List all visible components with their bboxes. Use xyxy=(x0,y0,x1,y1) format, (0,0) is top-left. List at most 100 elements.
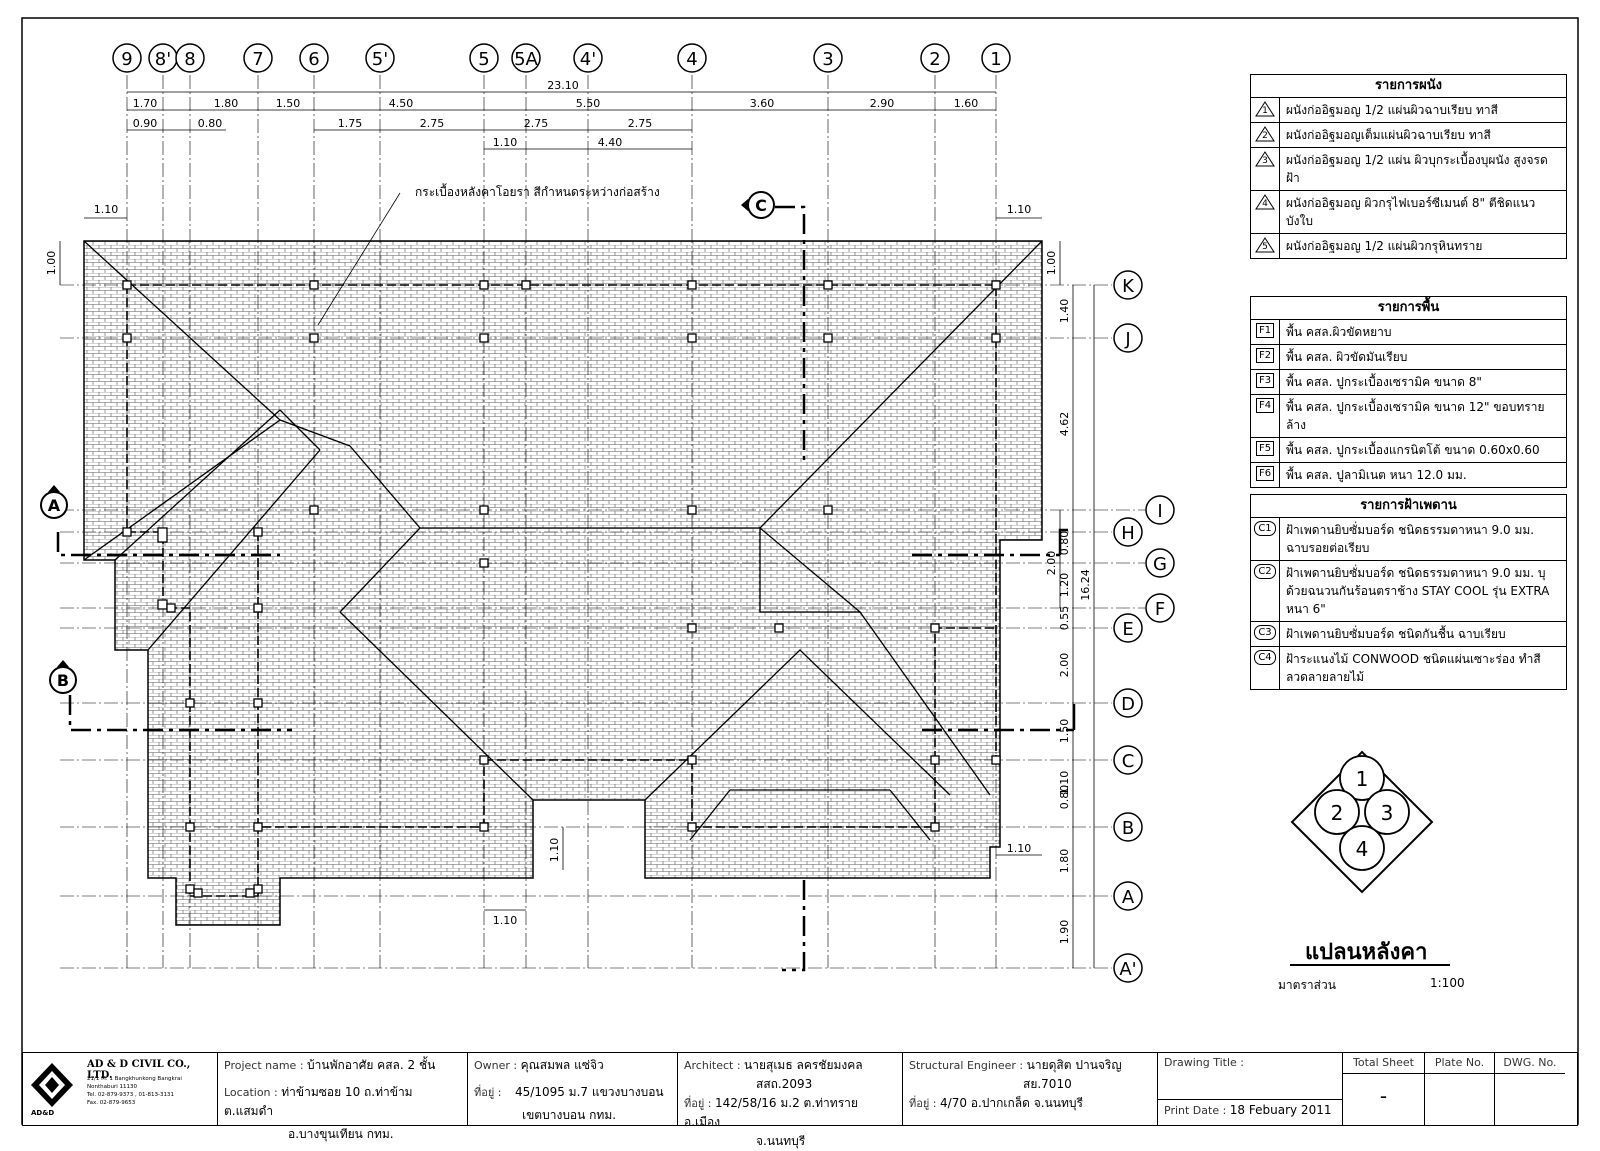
legend-code: 2 xyxy=(1251,123,1280,147)
legend-code-label: 4 xyxy=(1262,199,1268,209)
grid-row-label: B xyxy=(1122,818,1134,839)
section-marker: A xyxy=(40,485,68,519)
architect-value: นายสุเมธ ลครชัยมงคล xyxy=(744,1058,863,1072)
legend-code-label: C1 xyxy=(1254,521,1276,536)
grid-bubble-row: J xyxy=(1113,323,1143,353)
grid-col-label: 1 xyxy=(990,49,1001,70)
grid-bubble-row: E xyxy=(1113,613,1143,643)
roof-tile-annotation: กระเบื้องหลังคาโอยรา สีกำหนดระหว่างก่อสร… xyxy=(415,183,660,199)
dimension-label: 1.20 xyxy=(1058,573,1071,598)
architect-address: 142/58/16 ม.2 ต.ท่าทราย อ.เมือง xyxy=(684,1096,858,1129)
dimension-label: 1.00 xyxy=(1045,251,1058,276)
legend-text: ผนังก่ออิฐมอญเต็มแผ่นผิวฉาบเรียบ ทาสี xyxy=(1286,128,1491,142)
architect-license: สสถ.2093 xyxy=(756,1077,813,1091)
legend-code: C3 xyxy=(1251,622,1280,646)
grid-bubble-col: 6 xyxy=(299,43,329,73)
grid-row-label: K xyxy=(1122,276,1135,297)
architect-cell: Architect : นายสุเมธ ลครชัยมงคล สสถ.2093… xyxy=(678,1053,903,1148)
grid-col-label: 9 xyxy=(121,49,132,70)
grid-col-label: 5A xyxy=(514,49,538,70)
legend-code: 4 xyxy=(1251,191,1280,233)
dimension-label: 16.24 xyxy=(1079,569,1092,601)
dwg-no-cell: DWG. No. xyxy=(1495,1053,1565,1125)
grid-bubble-col: 1 xyxy=(981,43,1011,73)
dimension-label: 0.80 xyxy=(1058,531,1071,556)
owner-value: คุณสมพล แซ่จิว xyxy=(520,1058,604,1072)
grid-col-label: 8 xyxy=(184,49,195,70)
company-logo xyxy=(31,1063,73,1107)
grid-row-label: E xyxy=(1122,619,1133,640)
grid-row-label: H xyxy=(1121,523,1135,544)
grid-bubble-col: 8 xyxy=(175,43,205,73)
legend-row: 2 ผนังก่ออิฐมอญเต็มแผ่นผิวฉาบเรียบ ทาสี xyxy=(1251,123,1566,148)
column-markers xyxy=(122,280,1001,898)
dimension-label: 1.40 xyxy=(1058,299,1071,324)
section-marker: C xyxy=(741,191,775,219)
legend-code: 1 xyxy=(1251,98,1280,122)
dimension-label: 1.10 xyxy=(548,838,561,863)
dimension-label: 1.10 xyxy=(1007,842,1032,855)
legend-code: 5 xyxy=(1251,234,1280,258)
project-cell: Project name : บ้านพักอาศัย คสล. 2 ชั้น … xyxy=(218,1053,468,1141)
grid-bubble-col: 4' xyxy=(573,43,603,73)
engineer-cell: Structural Engineer : นายดุสิต ปานจริญ ส… xyxy=(903,1053,1158,1125)
key-3: 3 xyxy=(1381,801,1394,825)
owner-address-2: เขตบางบอน กทม. xyxy=(522,1108,617,1122)
grid-bubble-col: 5 xyxy=(469,43,499,73)
grid-bubble-col: 2 xyxy=(920,43,950,73)
dimension-label: 1.10 xyxy=(94,203,119,216)
project-label: Project name : xyxy=(224,1059,304,1072)
dimension-label: 1.10 xyxy=(493,136,518,149)
section-marker-label: A xyxy=(48,496,61,515)
legend-code-label: F1 xyxy=(1255,323,1275,338)
legend-text: พื้น คสล. ปูกระเบื้องแกรนิตโต้ ขนาด 0.60… xyxy=(1286,443,1540,457)
dimension-label: 4.62 xyxy=(1058,412,1071,437)
grid-bubble-row: K xyxy=(1113,270,1143,300)
wall-outline-dashed xyxy=(126,284,997,897)
legend-code: 3 xyxy=(1251,148,1280,190)
company-address-line: Fax. 02-879-9653 xyxy=(87,1100,136,1106)
dimension-label: 0.55 xyxy=(1058,606,1071,631)
legend-text: พื้น คสล. ปูกระเบื้องเซรามิค ขนาด 12" ขอ… xyxy=(1286,400,1545,432)
title-block: AD&D AD & D CIVIL CO., LTD. 21/1 M. 1 Ba… xyxy=(22,1052,1578,1148)
drawing-title-cell: Drawing Title : Print Date : 18 Febuary … xyxy=(1158,1053,1343,1125)
dimension-label: 2.75 xyxy=(628,117,653,130)
dimension-label: 1.50 xyxy=(276,97,301,110)
key-diagram: 1 2 3 4 xyxy=(1290,750,1434,894)
grid-row-label: C xyxy=(1122,751,1135,772)
dimension-label: 23.10 xyxy=(547,79,579,92)
legend-code-label: 5 xyxy=(1262,242,1268,252)
grid-bubble-col: 8' xyxy=(148,43,178,73)
legend-code: F4 xyxy=(1251,395,1280,437)
dimension-label: 0.80 xyxy=(1058,785,1071,810)
legend-code-label: F2 xyxy=(1255,348,1275,363)
owner-label: Owner : xyxy=(474,1059,518,1072)
dimension-label: 4.50 xyxy=(389,97,414,110)
dimension-label: 1.10 xyxy=(493,914,518,927)
company-name: AD & D CIVIL CO., LTD. xyxy=(87,1059,191,1081)
scale-value: 1:100 xyxy=(1430,976,1465,990)
key-2: 2 xyxy=(1331,801,1344,825)
dimension-label: 1.80 xyxy=(214,97,239,110)
engineer-address: 4/70 อ.ปากเกล็ด จ.นนทบุรี xyxy=(940,1096,1083,1110)
dimension-label: 2.75 xyxy=(524,117,549,130)
dimension-label: 0.90 xyxy=(133,117,158,130)
dimension-label: 4.40 xyxy=(598,136,623,149)
legend-code: C4 xyxy=(1251,647,1280,689)
company-logo-text: AD&D xyxy=(31,1109,55,1117)
print-date: 18 Febuary 2011 xyxy=(1229,1103,1332,1117)
grid-col-label: 4 xyxy=(686,49,697,70)
legend-code-label: C3 xyxy=(1254,625,1276,640)
legend-text: ผนังก่ออิฐมอญ 1/2 แผ่น ผิวบุกระเบื้องบุผ… xyxy=(1286,153,1548,185)
